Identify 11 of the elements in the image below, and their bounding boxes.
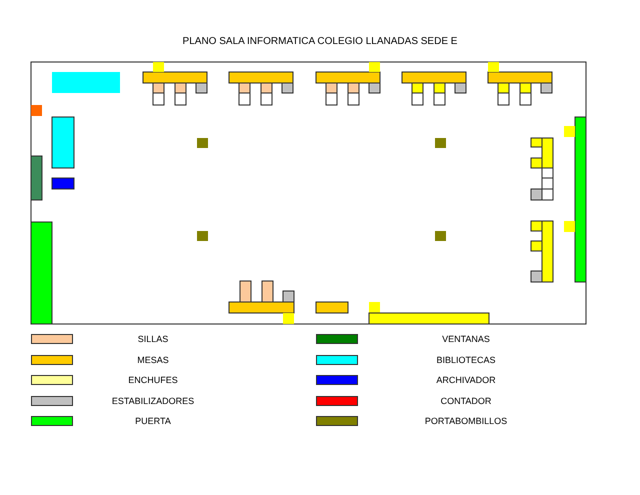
legend-label: SILLAS	[138, 334, 168, 344]
legend-label: ARCHIVADOR	[436, 375, 496, 385]
legend-label: ESTABILIZADORES	[112, 396, 194, 406]
legend-label: CONTADOR	[440, 396, 492, 406]
plan-title: PLANO SALA INFORMATICA COLEGIO LLANADAS SEDE E	[182, 36, 458, 47]
legend-label: VENTANAS	[442, 334, 490, 344]
legend-label: MESAS	[137, 354, 169, 364]
legend-label: ENCHUFES	[128, 375, 178, 385]
legend-label: PUERTA	[135, 416, 171, 426]
legend-label: PORTABOMBILLOS	[424, 416, 508, 426]
legend-label: BIBLIOTECAS	[436, 354, 496, 364]
